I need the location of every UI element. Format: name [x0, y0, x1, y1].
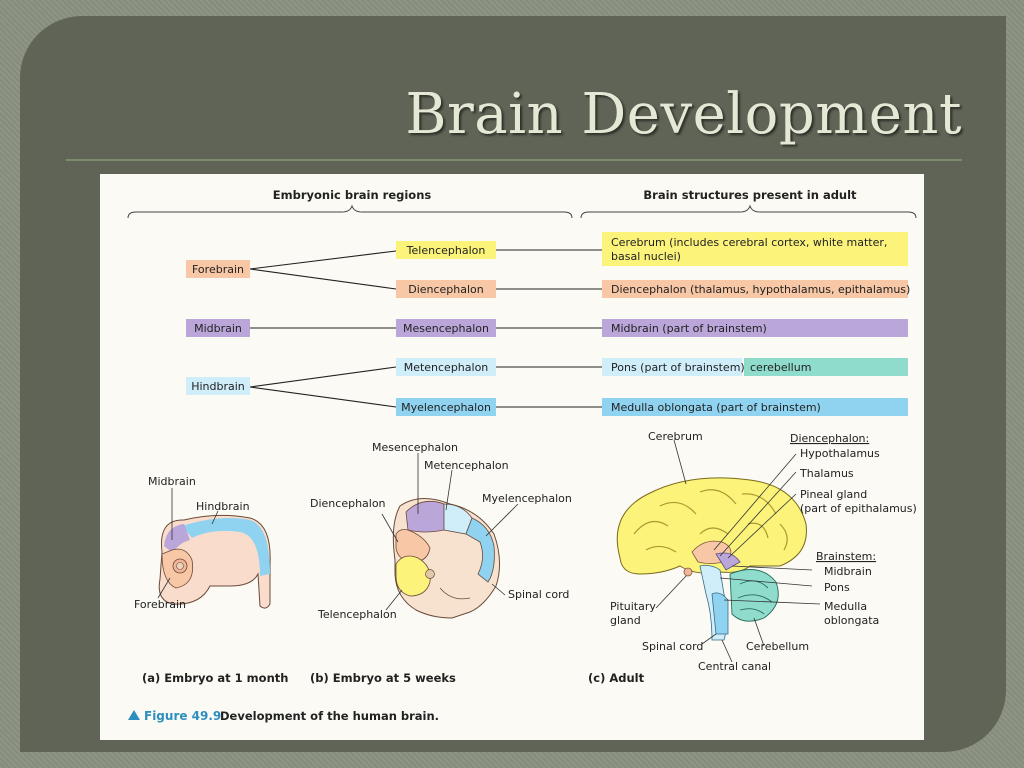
box-adult-midbrain — [602, 319, 908, 337]
label-a-midbrain: Midbrain — [148, 475, 196, 488]
brace-embryonic — [127, 204, 573, 219]
label-mesencephalon: Mesencephalon — [403, 322, 489, 335]
label-b-mesencephalon: Mesencephalon — [372, 441, 458, 454]
caption-c: (c) Adult — [588, 671, 645, 685]
label-c-pituitary-2: gland — [610, 614, 641, 627]
embryo-b-leader-lines — [381, 453, 519, 611]
label-b-metencephalon: Metencephalon — [424, 459, 509, 472]
embryo-1-month-illustration — [158, 514, 271, 609]
box-hindbrain — [186, 377, 250, 395]
brace-adult — [580, 204, 917, 219]
box-adult-diencephalon — [602, 280, 908, 298]
label-midbrain: Midbrain — [194, 322, 242, 335]
label-c-cerebrum: Cerebrum — [648, 430, 703, 443]
caption-b: (b) Embryo at 5 weeks — [310, 671, 456, 685]
label-c-diencephalon: Diencephalon: — [790, 432, 869, 445]
box-metencephalon — [396, 358, 496, 376]
box-midbrain — [186, 319, 250, 337]
label-telencephalon: Telencephalon — [406, 244, 486, 257]
label-c-hypothalamus: Hypothalamus — [800, 447, 880, 460]
label-c-pituitary-1: Pituitary — [610, 600, 656, 613]
box-adult-pons — [602, 358, 742, 376]
box-myelencephalon — [396, 398, 496, 416]
label-c-brainstem: Brainstem: — [816, 550, 876, 563]
label-diencephalon: Diencephalon — [408, 283, 484, 296]
triangle-icon — [128, 710, 140, 720]
label-metencephalon: Metencephalon — [404, 361, 489, 374]
label-c-pons: Pons — [824, 581, 850, 594]
label-c-central-canal: Central canal — [698, 660, 771, 673]
box-diencephalon — [396, 280, 496, 298]
label-b-telencephalon: Telencephalon — [317, 608, 397, 621]
slide-title: Brain Development — [405, 82, 962, 147]
adult-brain-illustration — [616, 477, 807, 641]
label-c-midbrain: Midbrain — [824, 565, 872, 578]
label-hindbrain: Hindbrain — [191, 380, 245, 393]
label-c-cerebellum: Cerebellum — [746, 640, 809, 653]
embryo-5-weeks-illustration — [392, 498, 500, 619]
label-adult-cerebellum: cerebellum — [750, 361, 811, 374]
embryo-a-leader-lines — [157, 488, 219, 599]
box-forebrain — [186, 260, 250, 278]
box-adult-cerebellum — [744, 358, 908, 376]
label-forebrain: Forebrain — [192, 263, 244, 276]
label-b-spinal-cord: Spinal cord — [508, 588, 569, 601]
box-adult-medulla — [602, 398, 908, 416]
box-telencephalon — [396, 241, 496, 259]
label-b-diencephalon: Diencephalon — [310, 497, 386, 510]
caption-a: (a) Embryo at 1 month — [142, 671, 288, 685]
brain-development-figure: Embryonic brain regions Brain structures… — [100, 174, 924, 740]
label-b-myelencephalon: Myelencephalon — [482, 492, 572, 505]
label-a-hindbrain: Hindbrain — [196, 500, 250, 513]
label-a-forebrain: Forebrain — [134, 598, 186, 611]
label-c-medulla-2: oblongata — [824, 614, 879, 627]
label-adult-medulla: Medulla oblongata (part of brainstem) — [611, 401, 821, 414]
label-myelencephalon: Myelencephalon — [401, 401, 491, 414]
label-adult-cerebrum-2: basal nuclei) — [611, 250, 681, 263]
box-adult-cerebrum — [602, 232, 908, 266]
figure-caption: Development of the human brain. — [220, 709, 439, 723]
label-adult-cerebrum-1: Cerebrum (includes cerebral cortex, whit… — [611, 236, 887, 249]
header-embryonic: Embryonic brain regions — [273, 188, 432, 202]
label-c-spinal-cord: Spinal cord — [642, 640, 703, 653]
label-adult-midbrain: Midbrain (part of brainstem) — [611, 322, 767, 335]
figure-svg: Embryonic brain regions Brain structures… — [127, 188, 917, 723]
label-c-thalamus: Thalamus — [799, 467, 854, 480]
adult-leader-lines — [655, 439, 821, 663]
label-adult-pons: Pons (part of brainstem), — [611, 361, 748, 374]
header-adult: Brain structures present in adult — [643, 188, 857, 202]
label-c-pineal-1: Pineal gland — [800, 488, 867, 501]
figure-number: Figure 49.9 — [144, 709, 221, 723]
connector-lines — [249, 249, 602, 408]
label-c-medulla-1: Medulla — [824, 600, 867, 613]
title-divider — [66, 159, 962, 161]
box-mesencephalon — [396, 319, 496, 337]
label-c-pineal-2: (part of epithalamus) — [800, 502, 917, 515]
label-adult-diencephalon: Diencephalon (thalamus, hypothalamus, ep… — [611, 283, 910, 296]
